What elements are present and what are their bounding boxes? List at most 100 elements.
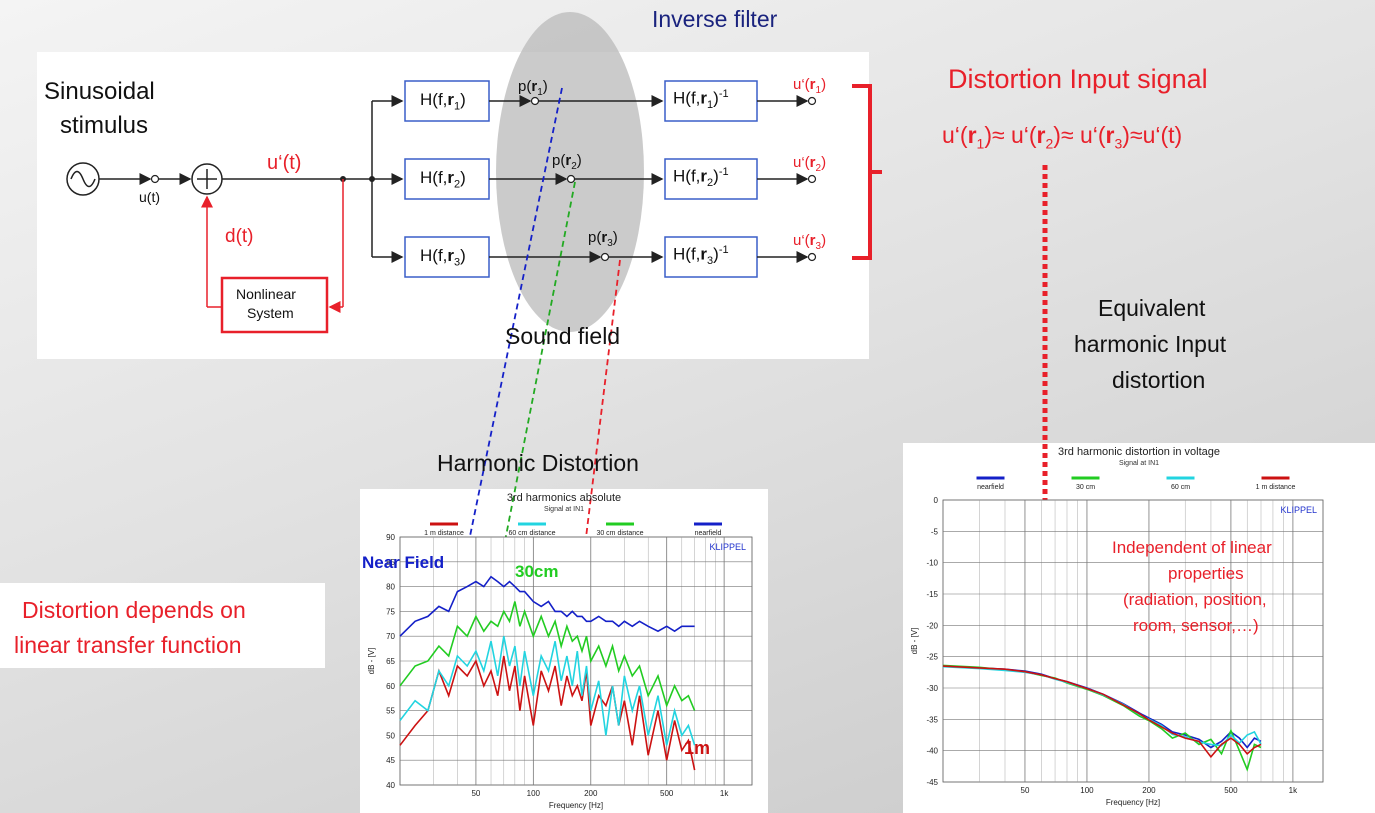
y-tick-label: -25 [926,653,938,662]
output-label-r1: u‘(r1) [793,76,827,96]
y-tick-label: -15 [926,590,938,599]
y-tick-label: 60 [386,682,395,691]
klippel-watermark: KLIPPEL [1280,505,1317,515]
independent-line4: room, sensor,…) [1133,616,1259,635]
inverse-filter-label: Inverse filter [652,6,778,32]
inverse-label-r1: H(f,r1)-1 [673,88,729,112]
chart-title: 3rd harmonics absolute [507,492,621,504]
u-node [150,174,160,184]
legend-label: 60 cm distance [508,530,555,537]
30cm-annotation: 30cm [515,562,559,581]
independent-line3: (radiation, position, [1123,590,1267,609]
y-tick-label: -35 [926,715,938,724]
y-axis-label: dB - [V] [367,648,376,675]
inverse-label-r3: H(f,r3)-1 [673,244,729,268]
series-line [399,601,696,711]
nonlinear-system-box [220,276,329,334]
legend-label: 1 m distance [424,530,464,537]
sound-field-ellipse [496,12,644,332]
y-tick-label: 70 [386,632,395,641]
pressure-label-r1: p(r1) [518,78,548,98]
x-tick-label: 100 [527,789,541,798]
nonlinear-system-line2: System [247,305,294,321]
y-tick-label: 50 [386,731,395,740]
y-tick-label: 45 [386,756,395,765]
x-tick-label: 200 [1142,786,1156,795]
x-tick-label: 50 [471,789,480,798]
x-tick-label: 100 [1080,786,1094,795]
summation-node-icon [191,163,223,195]
y-tick-label: 85 [386,558,395,567]
series-line [399,655,696,771]
harmonic-distortion-label: Harmonic Distortion [437,450,639,476]
equivalent-line1: Equivalent [1098,295,1206,321]
distortion-depends-box [0,583,325,668]
chart-subtitle: Signal at IN1 [1119,460,1159,467]
curly-brace [852,84,882,260]
filter-box-r3 [404,236,490,278]
inverse-label-r2: H(f,r2)-1 [673,166,729,190]
x-tick-label: 500 [1224,786,1238,795]
distortion-input-signal-label: Distortion Input signal [948,64,1208,94]
filter-label-r3: H(f,r3) [420,246,466,269]
y-tick-label: 55 [386,707,395,716]
d-t-label: d(t) [225,226,254,247]
x-tick-label: 50 [1021,786,1030,795]
x-tick-label: 500 [660,789,674,798]
legend-label: 1 m distance [1256,484,1296,491]
plot-area [942,499,1324,783]
series-line [942,665,1262,759]
y-tick-label: 80 [386,583,395,592]
klippel-watermark: KLIPPEL [709,542,746,552]
x-axis-label: Frequency [Hz] [1106,798,1160,807]
1m-annotation: 1m [684,738,711,758]
inverse-filter-box-r2 [664,158,758,200]
legend-label: 30 cm [1076,484,1095,491]
y-tick-label: -10 [926,559,938,568]
y-tick-label: 40 [386,781,395,790]
x-tick-label: 1k [1289,786,1298,795]
y-tick-label: -30 [926,684,938,693]
output-label-r2: u‘(r2) [793,154,827,174]
nonlinear-system-line1: Nonlinear [236,286,296,302]
legend-label: nearfield [695,530,722,537]
series-line [399,575,695,637]
y-tick-label: -40 [926,747,938,756]
legend-label: nearfield [977,484,1004,491]
chart-title: 3rd harmonic distortion in voltage [1058,446,1220,458]
pressure-label-r3: p(r3) [588,229,618,249]
near-field-annotation: Near Field [362,553,445,572]
equivalent-line2: harmonic Input [1074,331,1227,357]
inverse-filter-box-r3 [664,236,758,278]
stimulus-label-line1: Sinusoidal [44,78,155,105]
x-tick-label: 200 [584,789,598,798]
y-tick-label: -5 [931,527,939,536]
sound-field-label: Sound field [505,323,621,349]
y-tick-label: -45 [926,778,938,787]
u-prime-t-label: u‘(t) [267,152,302,174]
output-label-r3: u‘(r3) [793,232,827,252]
filter-label-r1: H(f,r1) [420,90,466,113]
u-t-label: u(t) [139,189,160,205]
y-tick-label: 0 [934,496,939,505]
voltage-distortion-chart: 3rd harmonic distortion in voltageSignal… [910,446,1324,807]
y-axis-label: dB - [V] [910,628,919,655]
y-tick-label: 65 [386,657,395,666]
y-tick-label: -20 [926,621,938,630]
legend-label: 60 cm [1171,484,1190,491]
chart-subtitle: Signal at IN1 [544,506,584,513]
equivalent-line3: distortion [1112,367,1206,393]
filter-label-r2: H(f,r2) [420,168,466,191]
independent-line1: Independent of linear [1112,538,1272,557]
x-tick-label: 1k [720,789,729,798]
sine-source-icon [66,162,100,196]
filter-box-r1 [404,80,490,122]
pressure-label-r2: p(r2) [552,152,582,172]
legend-label: 30 cm distance [596,530,643,537]
series-line [399,636,696,746]
nearfield-dashed-arrow [455,87,563,584]
distortion-depends-line1: Distortion depends on [22,597,246,623]
